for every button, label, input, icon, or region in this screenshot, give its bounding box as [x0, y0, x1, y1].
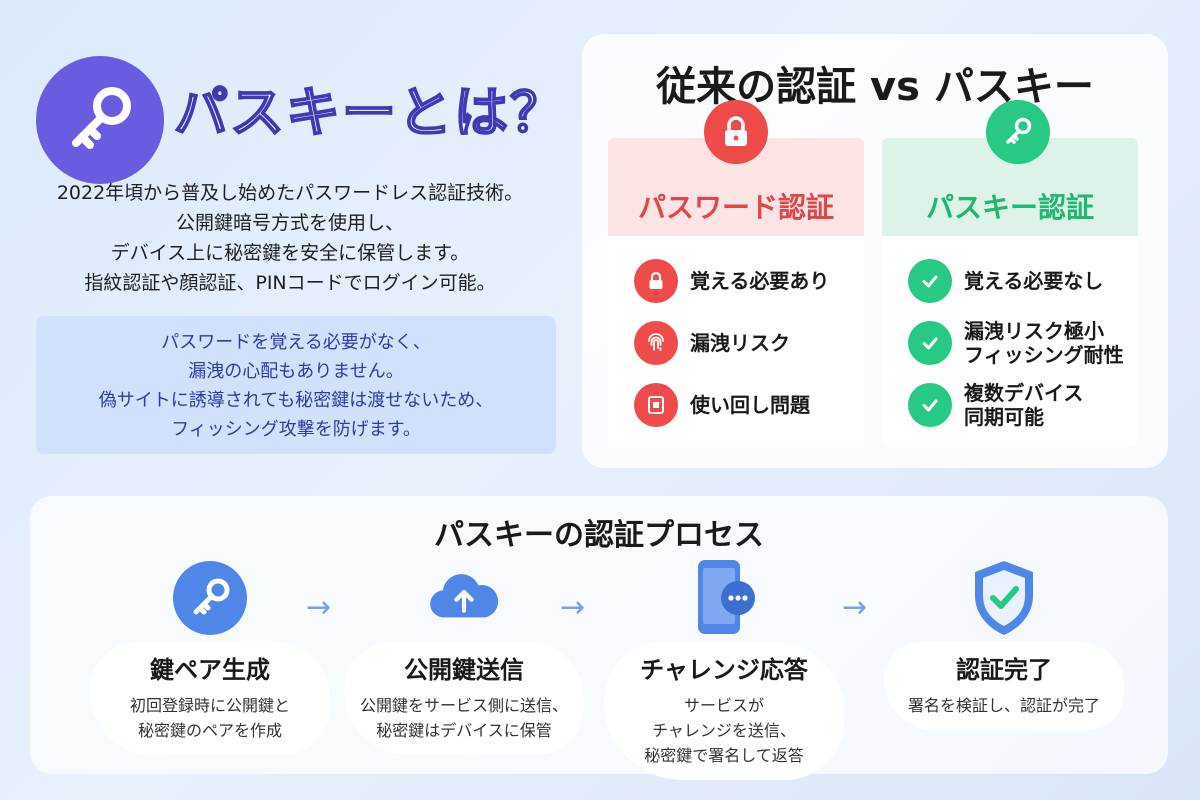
list-item: 覚える必要あり — [608, 250, 864, 312]
passkey-column-body: 覚える必要なし 漏洩リスク極小 フィッシング耐性 複数デバイス 同期可能 — [882, 236, 1138, 446]
process-step: 鍵ペア生成 初回登録時に公開鍵と 秘密鍵のペアを作成 — [80, 560, 340, 755]
step-card: 鍵ペア生成 初回登録時に公開鍵と 秘密鍵のペアを作成 — [90, 642, 330, 755]
step-desc: 初回登録時に公開鍵と 秘密鍵のペアを作成 — [129, 696, 290, 740]
key-icon — [986, 100, 1050, 164]
key-icon — [172, 560, 248, 636]
note-line: 偽サイトに誘導されても秘密鍵は渡せないため、 — [98, 390, 494, 411]
step-desc: サービスが チャレンジを送信、 秘密鍵で署名して返答 — [644, 696, 804, 765]
check-icon — [908, 259, 952, 303]
key-icon — [72, 87, 131, 149]
password-column-body: 覚える必要あり 漏洩リスク — [608, 236, 864, 446]
intro-line: デバイス上に秘密鍵を安全に保管します。 — [110, 242, 470, 264]
lock-icon — [634, 259, 678, 303]
password-column-label: パスワード認証 — [637, 191, 834, 224]
lock-icon — [704, 100, 768, 164]
list-item: 複数デバイス 同期可能 — [882, 374, 1138, 436]
process-panel: パスキーの認証プロセス 鍵ペア生成 初回登録時に公開鍵と 秘密鍵のペアを作成 →… — [30, 496, 1168, 780]
note-line: パスワードを覚える必要がなく、 — [161, 332, 431, 353]
phone-chat-icon — [686, 560, 762, 636]
process-step: 認証完了 署名を検証し、認証が完了 — [874, 560, 1134, 730]
list-item: 使い回し問題 — [608, 374, 864, 436]
item-label: 使い回し問題 — [690, 393, 810, 417]
process-title: パスキーの認証プロセス — [434, 518, 764, 553]
passkey-column-label: パスキー認証 — [925, 191, 1094, 224]
page-title: パスキーとは？ — [173, 80, 566, 145]
process-step: 公開鍵送信 公開鍵をサービス側に送信、 秘密鍵はデバイスに保管 — [334, 560, 594, 755]
step-card: チャレンジ応答 サービスが チャレンジを送信、 秘密鍵で署名して返答 — [604, 642, 844, 780]
step-desc: 署名を検証し、認証が完了 — [907, 696, 1100, 715]
item-label: 漏洩リスク — [690, 331, 790, 355]
step-desc: 公開鍵をサービス側に送信、 秘密鍵はデバイスに保管 — [359, 696, 568, 740]
item-label: 漏洩リスク極小 フィッシング耐性 — [964, 319, 1124, 367]
list-item: 漏洩リスク — [608, 312, 864, 374]
note-line: フィッシング攻撃を防げます。 — [171, 419, 421, 440]
step-label: 鍵ペア生成 — [150, 656, 270, 684]
cloud-upload-icon — [426, 560, 502, 636]
list-item: 漏洩リスク極小 フィッシング耐性 — [882, 312, 1138, 374]
intro-key-badge — [36, 56, 164, 184]
fingerprint-icon — [634, 321, 678, 365]
intro-description: 2022年頃から普及し始めたパスワードレス認証技術。 公開鍵暗号方式を使用し、 … — [20, 178, 560, 298]
item-label: 覚える必要あり — [690, 269, 830, 293]
step-label: 公開鍵送信 — [404, 656, 524, 684]
check-icon — [908, 383, 952, 427]
step-card: 認証完了 署名を検証し、認証が完了 — [884, 642, 1124, 730]
list-item: 覚える必要なし — [882, 250, 1138, 312]
password-column: パスワード認証 覚える必要あり — [608, 100, 864, 478]
step-label: チャレンジ応答 — [640, 656, 808, 684]
arrow-icon: → — [842, 590, 868, 625]
intro-note-box: パスワードを覚える必要がなく、 漏洩の心配もありません。 偽サイトに誘導されても… — [36, 316, 556, 454]
compare-panel: 従来の認証 vs パスキー パスワード認証 覚える必要あり — [582, 34, 1168, 468]
arrow-icon: → — [306, 590, 332, 625]
item-label: 覚える必要なし — [964, 269, 1104, 293]
compare-title: 従来の認証 vs パスキー — [656, 64, 1094, 110]
arrow-icon: → — [560, 590, 586, 625]
check-icon — [908, 321, 952, 365]
note-line: 漏洩の心配もありません。 — [188, 361, 404, 382]
passkey-column: パスキー認証 覚える必要なし 漏洩リスク極小 フィッシング耐性 複数デバイス 同… — [882, 100, 1138, 478]
reuse-icon — [634, 383, 678, 427]
process-step: チャレンジ応答 サービスが チャレンジを送信、 秘密鍵で署名して返答 — [594, 560, 854, 780]
intro-line: 2022年頃から普及し始めたパスワードレス認証技術。 — [56, 182, 524, 204]
item-label: 複数デバイス 同期可能 — [964, 381, 1084, 429]
intro-line: 指紋認証や顔認証、PINコードでログイン可能。 — [84, 272, 496, 294]
step-card: 公開鍵送信 公開鍵をサービス側に送信、 秘密鍵はデバイスに保管 — [344, 642, 584, 755]
step-label: 認証完了 — [956, 656, 1052, 684]
intro-line: 公開鍵暗号方式を使用し、 — [175, 212, 404, 234]
shield-check-icon — [966, 560, 1042, 636]
